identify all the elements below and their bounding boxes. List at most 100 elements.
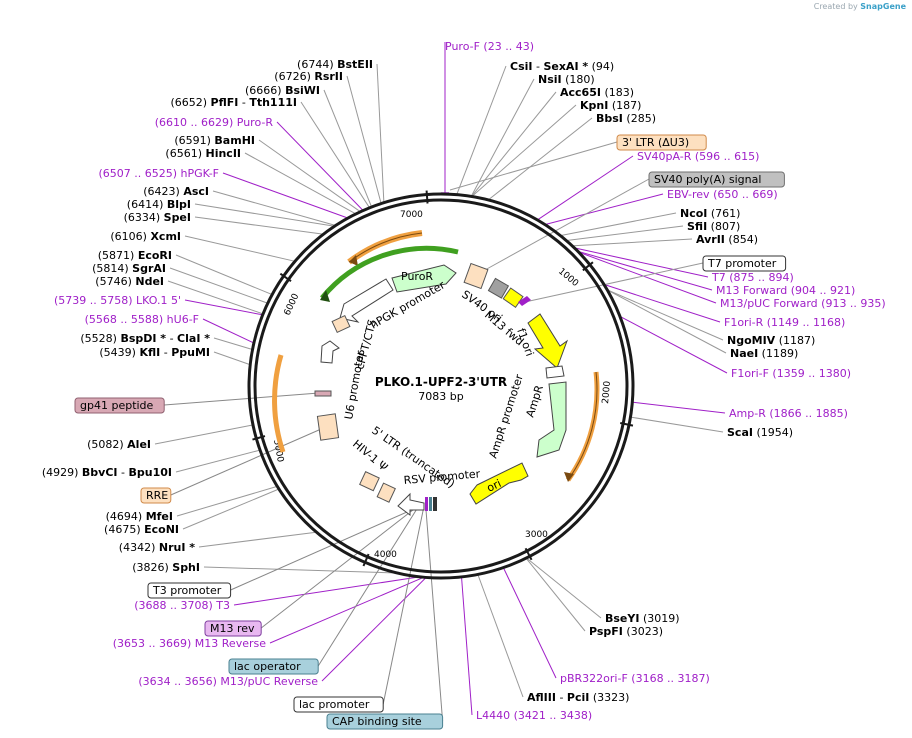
site-name: SpeI [164, 211, 191, 224]
site-position: (5871) [98, 249, 138, 262]
site-name: EcoRI [138, 249, 172, 262]
leader-line [202, 318, 254, 344]
tick-mark [582, 261, 594, 272]
m13-fwd-mark [518, 296, 531, 306]
tick-label-2000: 2000 [601, 380, 613, 404]
site-position: (3634 .. 3656) [138, 675, 220, 688]
site-position: (3019) [639, 612, 679, 625]
site-label-left: (6106) XcmI [110, 230, 181, 243]
site-name: hPGK-F [181, 167, 219, 180]
site-label-right: NgoMIV (1187) [727, 334, 815, 347]
site-position: (187) [608, 99, 641, 112]
cppt-cts-box [331, 314, 351, 334]
lac-marks-3 [433, 497, 437, 511]
feature-box-label: 3' LTR (ΔU3) [622, 136, 689, 149]
left-site-labels: (6744) BstEII(6726) RsrII(6666) BsiWI(66… [42, 58, 373, 688]
site-name: CsiI [510, 60, 532, 73]
site-label-right: NcoI (761) [680, 207, 740, 220]
site-position: (4929) [42, 466, 82, 479]
feature-box [616, 134, 707, 151]
site-position: (875 .. 894) [726, 271, 794, 284]
site-name: HincII [205, 147, 241, 160]
leader-line [222, 172, 347, 219]
site-label-left: (6414) BlpI [127, 198, 191, 211]
leader-line [184, 235, 295, 262]
site-name: SphI [172, 561, 200, 574]
feature-box [228, 658, 319, 675]
site-separator: - [556, 691, 567, 704]
tick-mark [362, 553, 370, 567]
site-position: (1149 .. 1168) [763, 316, 845, 329]
leader-line [488, 117, 593, 200]
tick-label-3000: 3000 [525, 530, 548, 540]
feature-label-u6: U6 promoter [342, 349, 367, 420]
site-leader-lines [154, 42, 728, 722]
f1-ori-arrow [527, 313, 569, 369]
leader-line [561, 212, 677, 236]
leader-line [633, 401, 726, 414]
site-label-left: (6652) PflFI - Tth111I [170, 96, 297, 109]
site-name: M13/pUC Forward [720, 297, 818, 310]
rre-box [316, 413, 340, 441]
site-position: (650 .. 669) [710, 188, 778, 201]
site-position: (3168 .. 3187) [628, 672, 710, 685]
site-name: M13 Forward [716, 284, 787, 297]
site-name: NruI * [159, 541, 195, 554]
site-name: ScaI [727, 426, 753, 439]
site-label-right: M13 Forward (904 .. 921) [716, 284, 855, 297]
site-name-2: SexAI * [543, 60, 588, 73]
site-label-right: CsiI - SexAI * (94) [510, 60, 614, 73]
site-name: Puro-R [237, 116, 274, 129]
orange-arc-top-head [349, 255, 358, 266]
tick-mark [524, 547, 533, 561]
site-separator: - [532, 60, 543, 73]
orange-arc-right-head [564, 472, 574, 482]
site-label-left: (5528) BspDI * - ClaI * [80, 332, 210, 345]
site-name: SgrAI [132, 262, 166, 275]
site-name: T3 [215, 599, 230, 612]
puror-arrow [391, 264, 457, 293]
leader-line [471, 91, 557, 196]
site-label-right: L4440 (3421 .. 3438) [476, 709, 592, 722]
leader-line [546, 193, 664, 225]
feature-box [293, 696, 384, 713]
feature-box-label: lac operator [234, 660, 301, 673]
site-label-right: AvrII (854) [696, 233, 758, 246]
site-name-2: Bpu10I [129, 466, 173, 479]
leader-line [471, 78, 535, 196]
site-label-right: pBR322ori-F (3168 .. 3187) [560, 672, 710, 685]
leader-line [576, 247, 709, 278]
site-label-left: (4342) NruI * [119, 541, 195, 554]
leader-line [213, 337, 252, 350]
box-leader-line [170, 425, 329, 496]
plasmid-length: 7083 bp [418, 390, 463, 403]
site-separator: - [166, 332, 177, 345]
site-position: (1359 .. 1380) [769, 367, 851, 380]
ampr-arrow [536, 381, 567, 458]
credit-prefix: Created by [813, 2, 858, 11]
leader-line [579, 251, 713, 291]
u6-promoter-arrow [320, 340, 340, 364]
site-position: (1187) [775, 334, 815, 347]
leader-line [376, 63, 385, 202]
site-position: (180) [562, 73, 595, 86]
site-position: (6666) [245, 84, 285, 97]
site-position: (4694) [106, 510, 146, 523]
tick-mark [620, 421, 634, 427]
site-name: PspFI [589, 625, 623, 638]
site-position: (6652) [170, 96, 210, 109]
site-name: NgoMIV [727, 334, 776, 347]
site-name: hU6-F [167, 313, 199, 326]
site-position: (3826) [132, 561, 172, 574]
leader-line [176, 486, 277, 517]
tick-mark [252, 435, 266, 441]
feature-label-puror: PuroR [401, 270, 433, 283]
site-name: SfiI [687, 220, 707, 233]
site-position: (5814) [92, 262, 132, 275]
site-name: AvrII [696, 233, 725, 246]
site-label-right: T7 (875 .. 894) [711, 271, 794, 284]
site-position: (183) [601, 86, 634, 99]
lac-marks-2 [429, 497, 432, 511]
feature-box [147, 582, 232, 599]
